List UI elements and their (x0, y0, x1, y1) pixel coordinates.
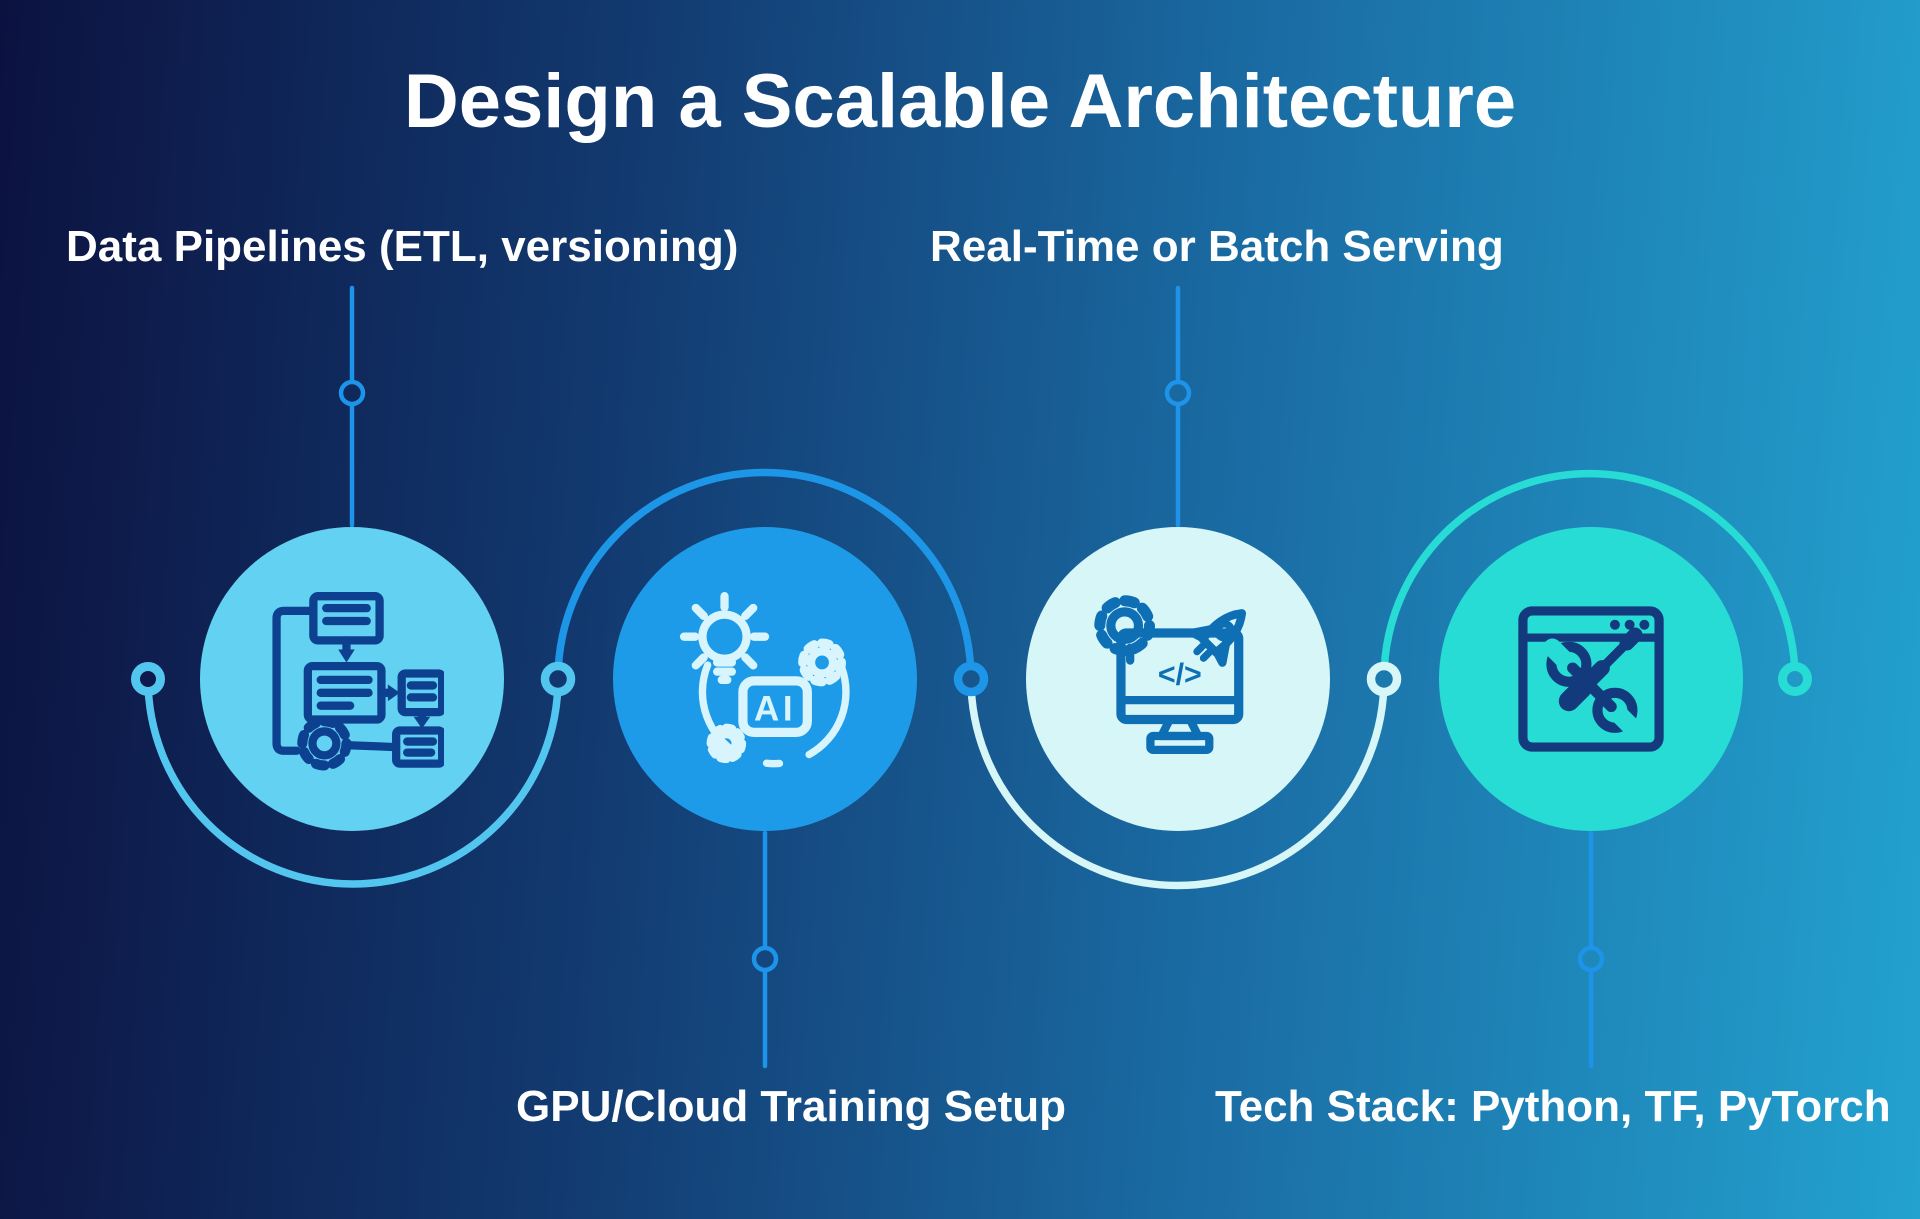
connector-end-ring (1778, 662, 1812, 696)
ai-lightbulb-gears-icon: AI (679, 592, 850, 768)
label-data-pipelines: Data Pipelines (ETL, versioning) (66, 222, 739, 271)
monitor-icon (1116, 628, 1244, 754)
connector-junction-ring-2 (953, 661, 989, 697)
label-line-node-3 (1164, 379, 1192, 407)
connector-start-ring (131, 662, 165, 696)
connector-junction-ring-1 (540, 661, 576, 697)
connector-arc-4 (1380, 469, 1799, 683)
label-tech-stack: Tech Stack: Python, TF, PyTorch (1215, 1082, 1891, 1131)
page-title: Design a Scalable Architecture (403, 59, 1517, 144)
step-circle-3 (1026, 527, 1330, 831)
label-realtime-batch-serving: Real-Time or Batch Serving (930, 222, 1504, 271)
screwdriver-icon (1558, 627, 1643, 712)
connector-arc-3 (967, 675, 1388, 890)
code-icon-text: </> (1158, 659, 1202, 692)
gear-icon (798, 638, 846, 687)
label-line-node-1 (338, 379, 366, 407)
gear-icon (706, 723, 747, 764)
connector-junction-ring-3 (1366, 661, 1402, 697)
connector-arc-2 (554, 468, 975, 683)
window-dots (1609, 619, 1650, 630)
connector-arc-1 (144, 675, 562, 888)
monitor-code-rocket-icon: </> (1094, 595, 1247, 754)
browser-tools-icon (1518, 606, 1664, 752)
label-line-node-4 (1577, 945, 1605, 973)
wrench-icon (1543, 638, 1641, 737)
flowchart-pipeline-icon (272, 592, 444, 771)
lightbulb-icon (679, 592, 770, 685)
ai-text: AI (754, 689, 796, 728)
rocket-icon (1188, 609, 1247, 667)
label-line-node-2 (751, 945, 779, 973)
ai-chip-badge: AI (738, 676, 812, 737)
label-gpu-cloud-training: GPU/Cloud Training Setup (516, 1082, 1066, 1131)
